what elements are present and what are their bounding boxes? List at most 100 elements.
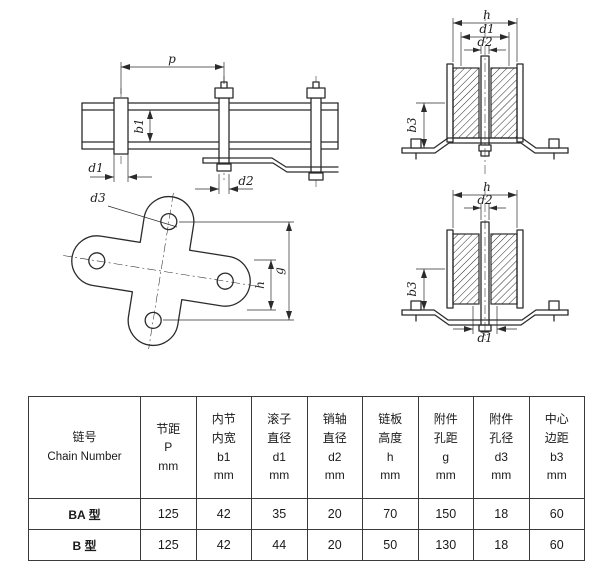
header-line: 孔距 [433,430,458,445]
header-symbol: P [164,440,173,455]
dim-label-d2: d2 [477,193,492,207]
cell-b-plate-height: 50 [362,529,419,561]
attachment-section-top-drawing: h d1 d2 b3 [401,8,569,176]
bent-attachment-strap [202,157,339,173]
header-line: 孔径 [489,430,514,445]
dim-label-d2: d2 [238,174,253,188]
dimension-d2: d2 [464,35,506,54]
header-pin-diameter: 销轴 直径 d2 mm [306,396,363,499]
cell-ba-hole-dia: 18 [473,498,530,530]
dimension-h: h [247,259,276,311]
cell-b-inner-width: 42 [195,529,252,561]
dim-label-d2: d2 [477,35,492,49]
chain-spec-table: 链号 Chain Number 节距 P mm 内节 内宽 b1 mm 滚子 [28,396,585,561]
header-line: 附件 [489,412,514,427]
right-bolt [306,81,326,181]
dim-label-b3: b3 [405,281,419,297]
row-name-b: B 型 [28,529,141,561]
outer-plate-right [516,229,524,309]
outer-plate-left [446,229,454,309]
table-row-b: B 型 125 42 44 20 50 130 18 60 [28,529,585,561]
header-line: 销轴 [322,412,347,427]
dim-label-h: h [483,180,491,194]
dim-label-d1: d1 [88,161,103,175]
header-symbol: d3 [494,449,508,464]
dimension-h: h [452,180,518,228]
header-line: 直径 [322,430,347,445]
header-symbol: b1 [217,449,231,464]
left-pin [113,97,129,155]
header-line: 节距 [156,421,181,436]
header-chain-number: 链号 Chain Number [28,396,141,499]
dimension-p: p [120,52,225,94]
dimension-b3: b3 [405,268,445,310]
cell-ba-inner-width: 42 [195,498,252,530]
header-line: 直径 [267,430,292,445]
dim-label-d1: d1 [477,331,492,345]
dim-label-b1: b1 [132,118,146,133]
header-unit: mm [491,468,512,483]
header-line: 链板 [378,412,403,427]
table-row-ba: BA 型 125 42 35 20 70 150 18 60 [28,498,585,530]
cell-ba-roller-dia: 35 [251,498,308,530]
row-name-ba: BA 型 [28,498,141,530]
cell-b-pin-dia: 20 [306,529,363,561]
cell-ba-pitch: 125 [140,498,197,530]
header-pitch: 节距 P mm [140,396,197,499]
dim-label-b3: b3 [405,117,419,133]
header-line: 附件 [433,412,458,427]
dimension-h: h [452,8,518,62]
dimension-d2: d2 [195,174,254,194]
hole-right [216,272,234,290]
header-symbol: d1 [272,449,286,464]
header-line: 中心 [544,412,569,427]
dim-label-h: h [483,8,491,22]
header-symbol: g [442,449,450,464]
header-unit: mm [380,468,401,483]
dimension-d3: d3 [90,191,178,228]
cell-b-hole-dia: 18 [473,529,530,561]
cell-b-edge-distance: 60 [528,529,585,561]
header-symbol: b3 [550,449,564,464]
header-unit: mm [158,458,179,473]
cell-ba-edge-distance: 60 [528,498,585,530]
roller-section-right [490,233,518,305]
dimension-d1: d1 [453,306,517,345]
roller-section-left [452,233,480,305]
header-line: 内节 [211,412,236,427]
header-chain-number-cn: 链号 [72,430,97,445]
dimension-b3: b3 [405,102,445,148]
cell-b-roller-dia: 44 [251,529,308,561]
header-symbol: d2 [328,449,342,464]
dimension-d1: d1 [88,154,152,182]
dim-label-d3: d3 [90,191,106,205]
cell-ba-pin-dia: 20 [306,498,363,530]
outer-plate-left [446,63,454,143]
cell-b-hole-distance: 130 [417,529,474,561]
header-hole-diameter: 附件 孔径 d3 mm [473,396,530,499]
header-line: 边距 [544,430,569,445]
header-line: 内宽 [211,430,236,445]
header-line: 滚子 [267,412,292,427]
cell-ba-plate-height: 70 [362,498,419,530]
dimension-b1: b1 [132,110,153,142]
header-plate-height: 链板 高度 h mm [362,396,419,499]
header-unit: mm [269,468,290,483]
dim-label-p: p [168,52,176,66]
strap-bolts [410,138,560,160]
table-header-row: 链号 Chain Number 节距 P mm 内节 内宽 b1 mm 滚子 [28,396,585,499]
dim-label-g: g [272,267,286,275]
header-roller-diameter: 滚子 直径 d1 mm [251,396,308,499]
header-edge-distance: 中心 边距 b3 mm [528,396,585,499]
plate-outline [71,196,251,346]
chain-side-view-drawing: p b1 d1 d2 [81,52,339,194]
header-symbol: h [386,449,394,464]
header-chain-number-en: Chain Number [47,450,122,463]
dim-label-d1: d1 [479,22,494,36]
header-unit: mm [546,468,567,483]
header-unit: mm [324,468,345,483]
header-line: 高度 [378,430,403,445]
plate-outline-group [63,192,259,350]
header-unit: mm [213,468,234,483]
